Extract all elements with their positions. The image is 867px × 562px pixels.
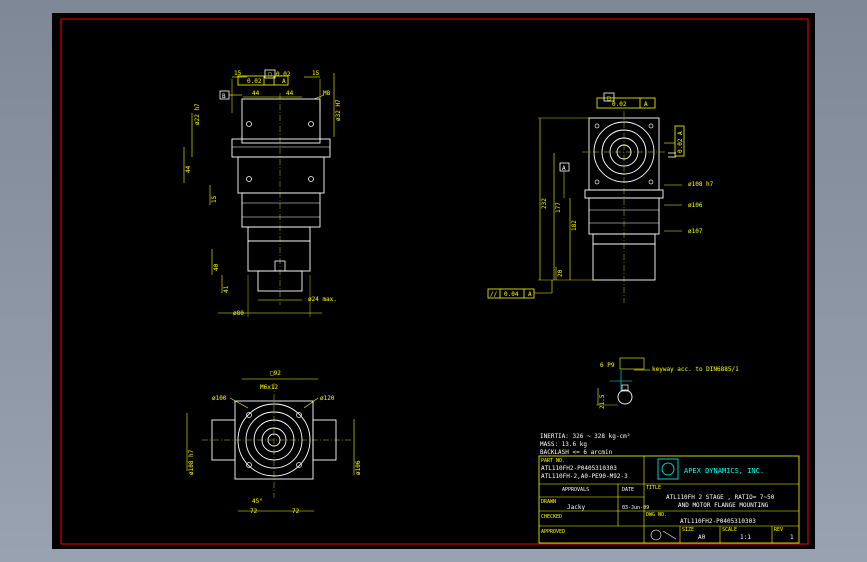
dim-phi22: ø22 h7	[194, 103, 201, 125]
keyway-note: keyway acc. to DIN6885/1	[652, 366, 739, 373]
tb-partno-label: PART NO.	[541, 458, 565, 464]
dim-phi107-side: ø107	[688, 228, 703, 235]
company-logo	[657, 458, 679, 480]
tb-approvals: APPROVALS	[562, 487, 589, 493]
dim-phi108-bottom: ø108 h7	[188, 449, 195, 475]
dim-top-right: 15	[312, 70, 320, 77]
tb-drawn-by: Jacky	[567, 504, 585, 511]
tb-scale-label: SCALE	[722, 527, 737, 533]
tb-rev-label: REV	[774, 527, 783, 533]
dim-phi80: ø80	[233, 310, 244, 317]
spec-block: INERTIA: 326 ~ 328 kg-cm² MASS: 13.6 kg …	[540, 433, 630, 456]
dim-small-vertical: 41	[223, 285, 230, 293]
tol-frame-tol: 0.02	[247, 78, 262, 85]
dim-44-right: 44	[286, 90, 294, 97]
tb-drawn-label: DRAWN	[541, 499, 556, 505]
tb-title-line2: AND MOTOR FLANGE MOUNTING	[678, 502, 769, 509]
side-tol-ref: A	[644, 101, 648, 108]
dim-177: 177	[555, 202, 562, 213]
dim-182: 182	[571, 220, 578, 231]
side-tol-value: 0.02	[612, 101, 627, 108]
dim-44-left: 44	[252, 90, 260, 97]
keyway-label: 6 P9	[600, 362, 615, 369]
tb-dwgno: ATL110FH2-P0405310303	[680, 518, 756, 525]
dim-20: 20	[557, 269, 564, 277]
sheet-border	[60, 18, 809, 545]
datum-b: B	[222, 93, 226, 100]
tb-checked-label: CHECKED	[541, 514, 562, 520]
tb-company: APEX DYNAMICS, INC.	[684, 467, 764, 475]
tol-value: 0.02	[276, 71, 291, 78]
dim-72-left: 72	[250, 508, 258, 515]
tb-title-line1: ATL110FH 2 STAGE , RATIO= 7~50	[666, 494, 775, 501]
tb-size-label: SIZE	[682, 527, 694, 533]
spec-backlash: BACKLASH <= 6 arcmin	[540, 449, 613, 456]
tb-drawn-date: 03-Jun-09	[622, 505, 649, 511]
tb-size: A0	[698, 534, 706, 541]
drawing-svg: □ 0.02 0.02 A 15 15 B 44 44 M8	[60, 18, 809, 545]
keyway-detail: 6 P9 keyway acc. to DIN6885/1 21.5	[596, 357, 739, 409]
dim-angle45: 45°	[252, 498, 263, 505]
view-side: □ 0.02 A 0.02 A ø108 h7 ø106	[487, 92, 714, 303]
crosshair-cursor	[610, 370, 632, 392]
spec-inertia: INERTIA: 326 ~ 328 kg-cm²	[540, 433, 630, 440]
dim-phi106-bottom: ø106	[355, 460, 362, 475]
tb-dwgno-label: DWG NO.	[646, 512, 667, 518]
dim-square92: □92	[270, 370, 281, 377]
dim-232: 232	[541, 198, 548, 209]
keyway-dim: 21.5	[599, 394, 606, 409]
datum-a: A	[562, 165, 566, 172]
dim-44-vertical: 44	[185, 165, 192, 173]
parallel-symbol: //	[490, 291, 498, 298]
dim-phi100: ø100	[212, 395, 227, 402]
view-bottom: □92 M6x12 ø100 ø120 ø108 h7 ø106 45° 72 …	[186, 370, 362, 515]
tol-symbol: □	[268, 71, 272, 78]
tb-scale: 1:1	[740, 534, 751, 541]
tb-date-label: DATE	[622, 487, 634, 493]
spec-mass: MASS: 13.6 kg	[540, 441, 587, 448]
view-front: □ 0.02 0.02 A 15 15 B 44 44 M8	[183, 69, 342, 317]
side-vertical-tol: 0.02 A	[677, 131, 684, 153]
dim-phi24: ø24 max.	[308, 296, 337, 303]
tb-approved-label: APPROVED	[541, 529, 565, 535]
dim-phi120: ø120	[320, 395, 335, 402]
dim-phi108-side: ø108 h7	[688, 181, 714, 188]
drawing-canvas[interactable]: □ 0.02 0.02 A 15 15 B 44 44 M8	[52, 13, 815, 549]
tb-title-label: TITLE	[646, 485, 661, 491]
dim-40-vertical: 40	[213, 263, 220, 271]
tol-frame-ref: A	[282, 78, 286, 85]
tb-rev: 1	[790, 534, 794, 541]
title-block: PART NO. ATL110FH2-P0405310303 ATL110FH-…	[538, 455, 800, 544]
dim-phi32: ø32 H7	[335, 99, 342, 121]
dim-72-right: 72	[292, 508, 300, 515]
side-tol-symbol: □	[607, 95, 611, 102]
projection-symbol	[650, 529, 662, 541]
parallel-ref: A	[528, 291, 532, 298]
dim-m8: M8	[323, 90, 331, 97]
dim-thread: M6x12	[260, 384, 278, 391]
dim-top-left: 15	[234, 70, 242, 77]
dim-15-vertical: 15	[211, 195, 218, 203]
dim-phi106-side: ø106	[688, 202, 703, 209]
tb-partno-1: ATL110FH2-P0405310303	[541, 465, 617, 472]
tb-partno-2: ATL110FH-2,A0-PE90-M92-3	[541, 473, 628, 480]
parallel-tol: 0.04	[504, 291, 519, 298]
